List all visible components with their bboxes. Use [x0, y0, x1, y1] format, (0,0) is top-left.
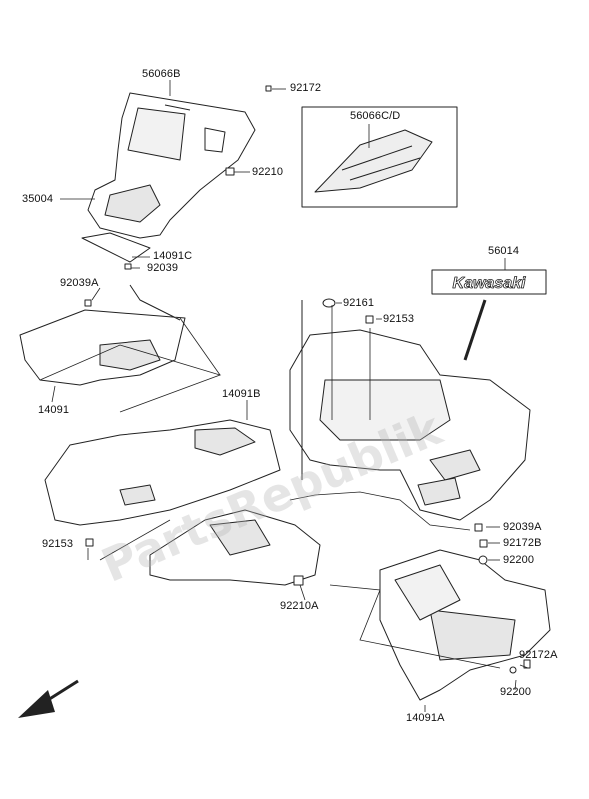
- front-cover-35004: [87, 92, 256, 239]
- washer-92200-bottom: [509, 666, 517, 674]
- label-92200-right: 92200: [503, 554, 535, 566]
- side-panel-14091: [19, 284, 186, 386]
- screw-92153-left: [85, 538, 94, 547]
- washer-92200-right: [478, 555, 488, 565]
- label-92039: 92039: [147, 262, 179, 274]
- leader-lines: [39, 80, 529, 712]
- front-fender-14091b: [44, 419, 281, 526]
- label-92153-top: 92153: [383, 313, 415, 325]
- label-56066cd: 56066C/D: [350, 110, 401, 122]
- label-56066b: 56066B: [142, 68, 181, 80]
- nut-92210a: [293, 575, 304, 586]
- front-direction-arrow-icon: [18, 679, 79, 718]
- screw-92153-top: [365, 315, 374, 324]
- bolt-92039a-right: [474, 523, 483, 532]
- bracket-14091c: [81, 232, 151, 263]
- kawasaki-logo-56014: Kawasaki: [431, 269, 547, 295]
- nut-92210: [225, 167, 235, 176]
- label-92200-bottom: 92200: [500, 686, 532, 698]
- label-92172b: 92172B: [503, 537, 542, 549]
- label-56014: 56014: [488, 245, 520, 257]
- bolt-92172b: [479, 539, 488, 548]
- rear-fender: [289, 329, 531, 521]
- grommet-92161: [322, 298, 336, 308]
- label-92172: 92172: [290, 82, 322, 94]
- label-92153-left: 92153: [42, 538, 74, 550]
- logo-text: Kawasaki: [453, 275, 526, 292]
- label-92210a: 92210A: [280, 600, 319, 612]
- bolt-92039: [124, 263, 132, 270]
- label-92161: 92161: [343, 297, 375, 309]
- bolt-92039a-top: [84, 299, 92, 307]
- label-92039a-right: 92039A: [503, 521, 542, 533]
- logo-leader: [463, 299, 487, 361]
- step-board-14091a: [379, 549, 551, 701]
- decal-56066cd-box: [301, 106, 458, 208]
- label-92172a: 92172A: [519, 649, 558, 661]
- label-14091b: 14091B: [222, 388, 261, 400]
- label-14091: 14091: [38, 404, 70, 416]
- label-92210: 92210: [252, 166, 284, 178]
- label-14091a: 14091A: [406, 712, 445, 724]
- screw-92172-top: [265, 85, 272, 92]
- mid-panel: [149, 509, 321, 586]
- label-14091c: 14091C: [153, 250, 193, 262]
- label-35004: 35004: [22, 193, 54, 205]
- label-92039a-top: 92039A: [60, 277, 99, 289]
